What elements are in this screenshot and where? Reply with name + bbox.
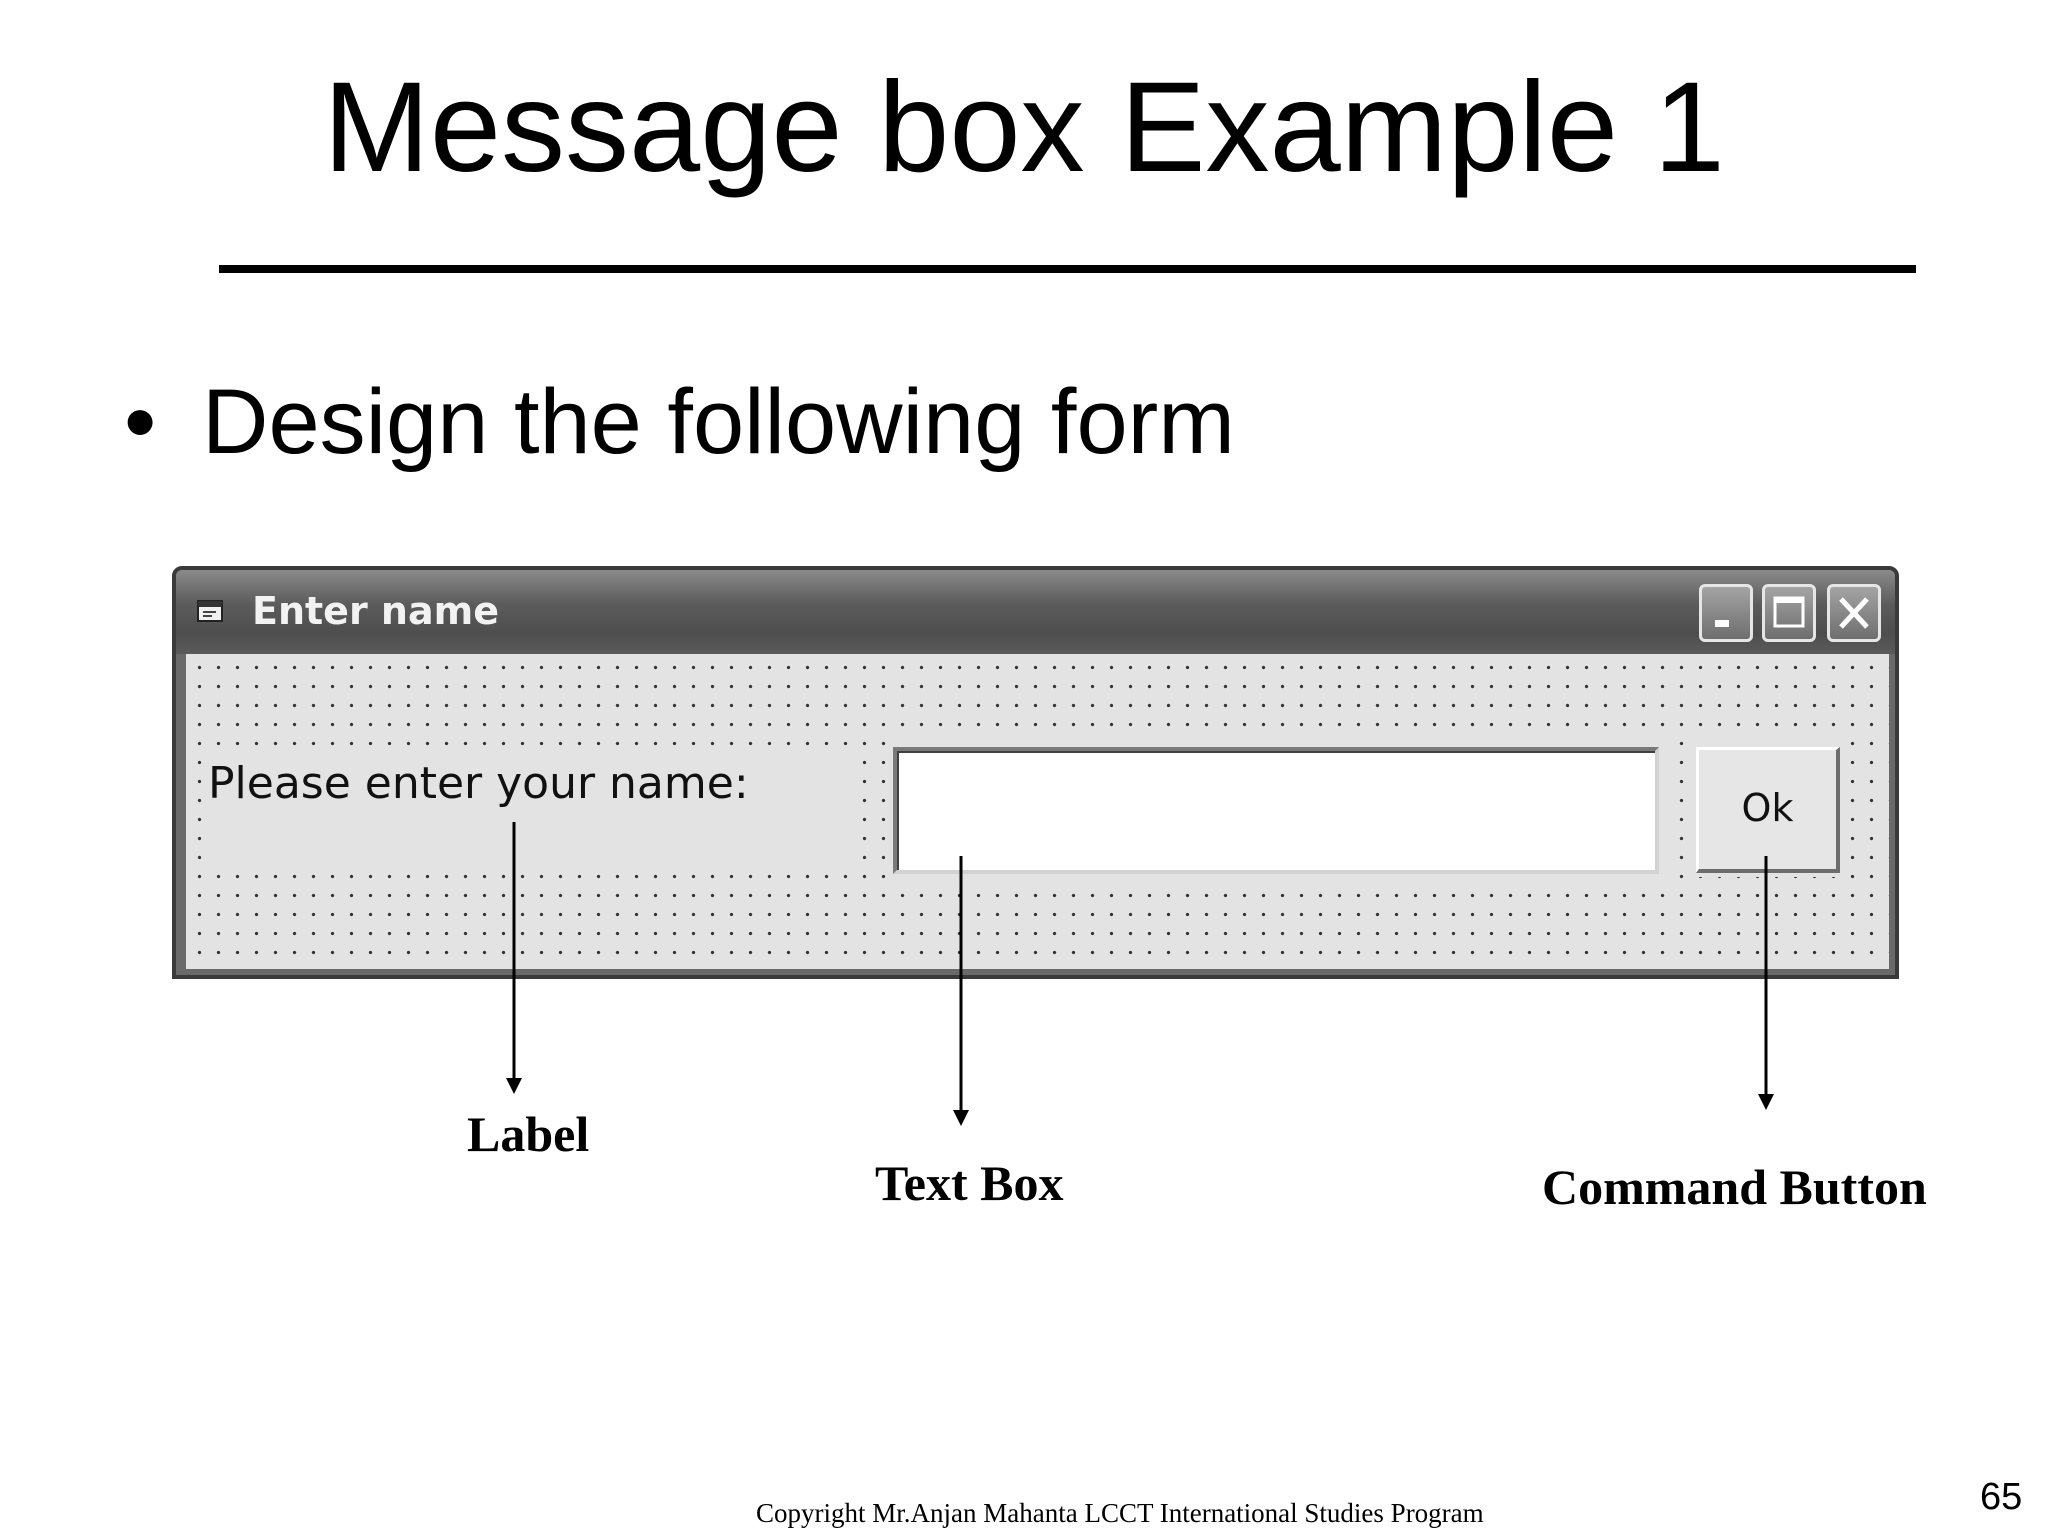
window-title: Enter name xyxy=(252,589,499,633)
minimize-icon xyxy=(1715,620,1729,627)
command-button-arrow xyxy=(1758,856,1774,1110)
window-titlebar[interactable]: Enter name xyxy=(176,570,1895,654)
title-divider xyxy=(219,265,1916,273)
close-button[interactable] xyxy=(1827,584,1881,642)
page-number: 65 xyxy=(1980,1476,2023,1518)
maximize-icon xyxy=(1773,596,1805,628)
textbox-annotation: Text Box xyxy=(875,1155,1064,1211)
copyright-footer: Copyright Mr.Anjan Mahanta LCCT Internat… xyxy=(756,1498,1484,1528)
name-label: Please enter your name: xyxy=(208,754,848,864)
maximize-button[interactable] xyxy=(1762,584,1816,642)
name-textbox[interactable] xyxy=(893,747,1659,874)
command-button-annotation: Command Button xyxy=(1542,1159,1927,1215)
bullet-item: • Design the following form xyxy=(124,372,1235,472)
textbox-arrow xyxy=(953,856,969,1126)
ok-button[interactable]: Ok xyxy=(1696,747,1840,873)
form-icon xyxy=(197,600,223,622)
minimize-button[interactable] xyxy=(1699,584,1753,642)
slide-title: Message box Example 1 xyxy=(323,56,1725,199)
label-arrow xyxy=(506,822,522,1094)
name-label-text: Please enter your name: xyxy=(208,758,749,809)
label-annotation: Label xyxy=(467,1106,590,1162)
bullet-text: Design the following form xyxy=(202,371,1235,473)
bullet-marker: • xyxy=(124,371,157,473)
close-icon xyxy=(1839,597,1869,629)
enter-name-window: Enter name Please enter your name: Ok xyxy=(172,566,1899,979)
form-client-area: Please enter your name: Ok xyxy=(186,654,1889,969)
